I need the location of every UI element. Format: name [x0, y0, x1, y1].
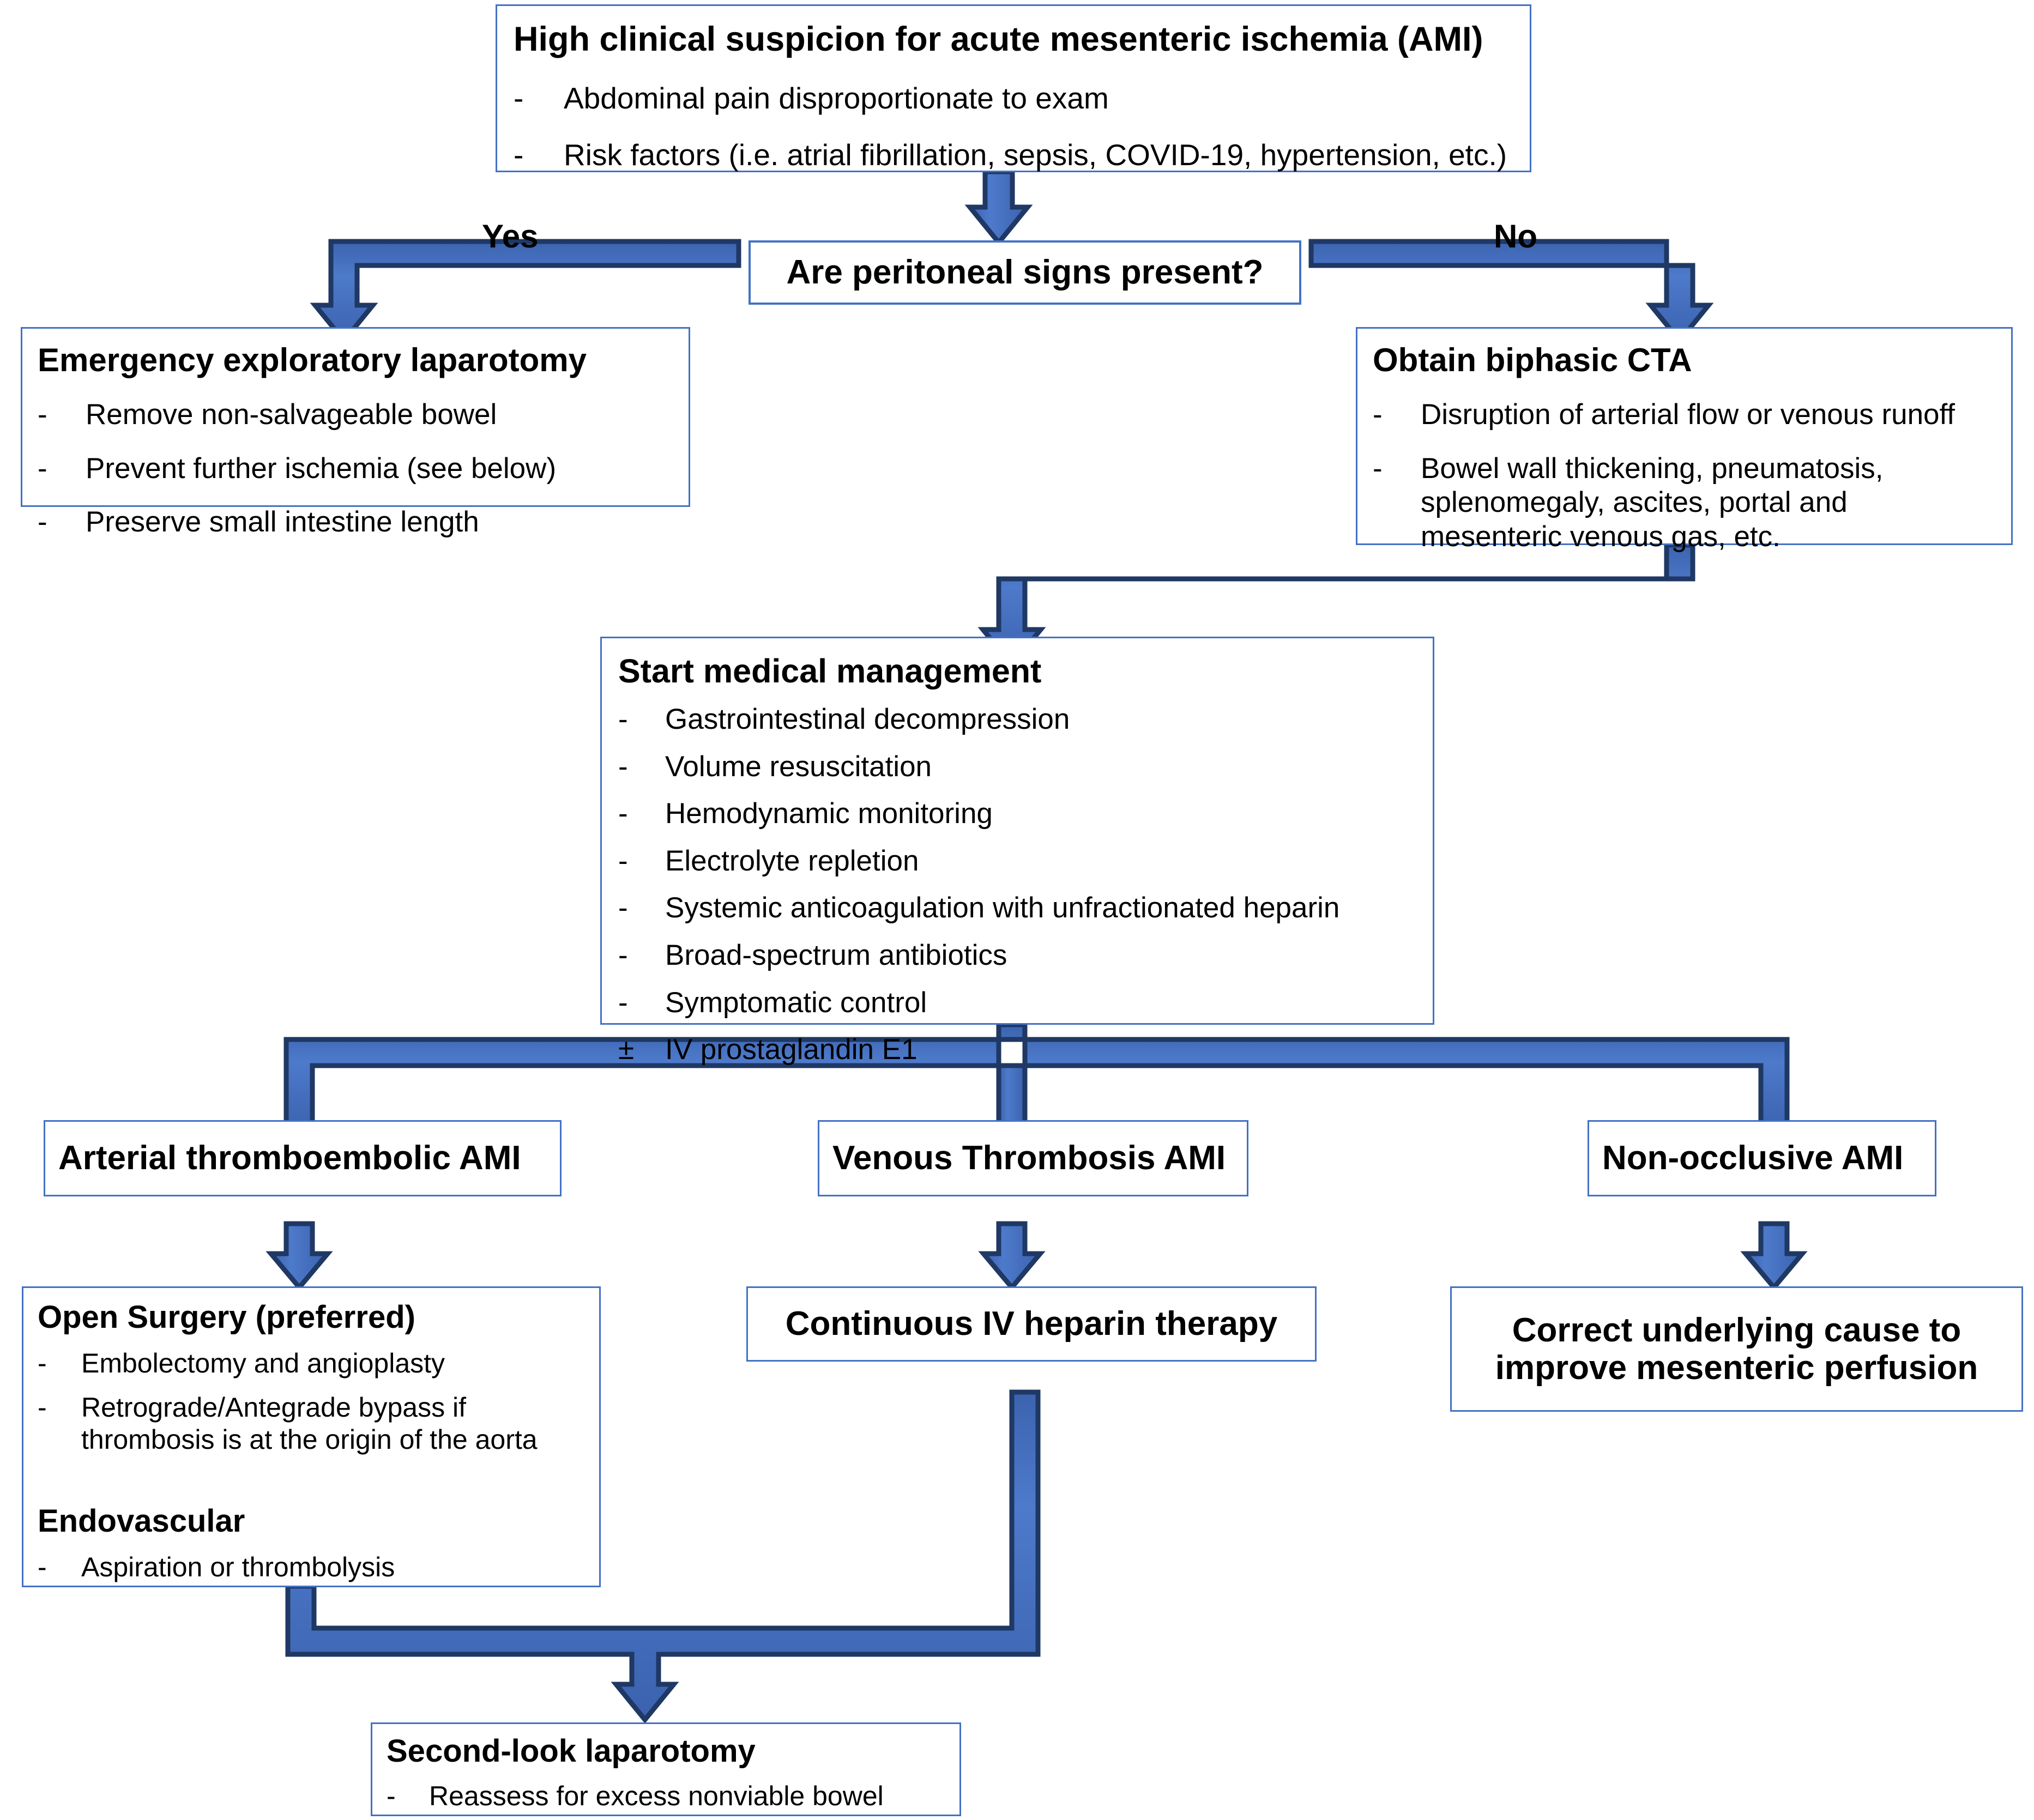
bullet-text: Gastrointestinal decompression: [665, 703, 1070, 736]
node-non-occlusive-ami[interactable]: Non-occlusive AMI: [1588, 1120, 1936, 1196]
list-item: - Electrolyte repletion: [618, 844, 1416, 879]
arrow-suspicion-to-decision: [964, 169, 1033, 247]
node-title: Obtain biphasic CTA: [1373, 342, 1692, 378]
bullet-text: Risk factors (i.e. atrial fibrillation, …: [564, 138, 1507, 172]
bullet-marker: -: [618, 844, 628, 877]
bullet-text: Aspiration or thrombolysis: [81, 1551, 395, 1582]
node-peritoneal-signs-decision[interactable]: Are peritoneal signs present?: [749, 240, 1301, 305]
bullet-marker: -: [38, 452, 47, 485]
bullet-text: Retrograde/Antegrade bypass if thrombosi…: [81, 1392, 538, 1455]
list-item: - Disruption of arterial flow or venous …: [1373, 398, 1996, 432]
node-title: Start medical management: [618, 652, 1042, 690]
bullet-marker: -: [1373, 398, 1383, 431]
bullet-text: Reassess for excess nonviable bowel: [429, 1780, 884, 1811]
list-item: - Volume resuscitation: [618, 750, 1416, 784]
arrow-decision-yes: [310, 239, 741, 345]
list-item: - Retrograde/Antegrade bypass if thrombo…: [38, 1392, 585, 1456]
bullet-marker: -: [618, 986, 628, 1019]
list-item: - Symptomatic control: [618, 986, 1416, 1020]
bullet-text: Electrolyte repletion: [665, 844, 919, 877]
bullet-text: Symptomatic control: [665, 986, 927, 1019]
bullet-marker: -: [618, 939, 628, 971]
bullet-list: - Disruption of arterial flow or venous …: [1373, 398, 1996, 554]
node-title: Correct underlying cause to improve mese…: [1495, 1311, 1978, 1387]
node-title: Continuous IV heparin therapy: [785, 1305, 1278, 1343]
node-obtain-biphasic-cta[interactable]: Obtain biphasic CTA - Disruption of arte…: [1356, 327, 2013, 553]
bullet-marker: -: [618, 797, 628, 830]
list-item: - Embolectomy and angioplasty: [38, 1347, 585, 1380]
bullet-marker: -: [38, 1347, 47, 1378]
arrow-arterial-to-open-surgery: [265, 1221, 333, 1292]
list-item: - Risk factors (i.e. atrial fibrillation…: [514, 137, 1513, 173]
node-title: Venous Thrombosis AMI: [832, 1139, 1226, 1177]
bullet-text: IV prostaglandin E1: [665, 1033, 918, 1066]
arrow-decision-no: [1308, 239, 1714, 345]
list-item: - Abdominal pain disproportionate to exa…: [514, 81, 1513, 116]
node-title: Second-look laparotomy: [387, 1733, 756, 1769]
node-start-medical-management[interactable]: Start medical management - Gastrointesti…: [600, 637, 1434, 1066]
node-open-surgery[interactable]: Open Surgery (preferred) - Embolectomy a…: [22, 1286, 601, 1587]
bullet-list: - Remove non-salvageable bowel - Prevent…: [38, 398, 673, 540]
bullet-text: Remove non-salvageable bowel: [86, 398, 497, 431]
list-item: - Reassess for excess nonviable bowel: [387, 1780, 945, 1812]
node-title: Non-occlusive AMI: [1602, 1139, 1904, 1177]
bullet-marker: -: [38, 506, 47, 539]
bullet-marker: -: [38, 1392, 47, 1423]
bullet-text: Bowel wall thickening, pneumatosis, sple…: [1421, 452, 1884, 553]
bullet-marker: -: [514, 81, 524, 115]
node-title: Open Surgery (preferred): [38, 1299, 415, 1335]
bullet-marker: -: [1373, 452, 1383, 485]
list-item: ± IV prostaglandin E1: [618, 1033, 1416, 1067]
arrow-nonocclusive-to-correct-cause: [1740, 1221, 1808, 1292]
node-arterial-thromboembolic-ami[interactable]: Arterial thromboembolic AMI: [44, 1120, 562, 1196]
node-subtitle-endovascular: Endovascular: [38, 1503, 245, 1539]
node-title: Are peritoneal signs present?: [786, 253, 1264, 292]
bullet-marker: -: [387, 1780, 396, 1811]
list-item: - Bowel wall thickening, pneumatosis, sp…: [1373, 452, 1996, 554]
node-second-look-laparotomy[interactable]: Second-look laparotomy - Reassess for ex…: [371, 1722, 961, 1816]
list-item: - Broad-spectrum antibiotics: [618, 939, 1416, 973]
bullet-list: - Abdominal pain disproportionate to exa…: [514, 81, 1513, 173]
bullet-text: Preserve small intestine length: [86, 506, 479, 539]
node-continuous-iv-heparin[interactable]: Continuous IV heparin therapy: [746, 1286, 1317, 1362]
bullet-marker: -: [618, 703, 628, 736]
bullet-text: Systemic anticoagulation with unfraction…: [665, 892, 1340, 924]
node-correct-underlying-cause[interactable]: Correct underlying cause to improve mese…: [1450, 1286, 2023, 1412]
node-title: Emergency exploratory laparotomy: [38, 342, 587, 378]
arrow-venous-to-heparin: [978, 1221, 1046, 1292]
list-item: - Remove non-salvageable bowel: [38, 398, 673, 432]
bullet-list: - Reassess for excess nonviable bowel: [387, 1780, 945, 1812]
bullet-text: Abdominal pain disproportionate to exam: [564, 81, 1109, 115]
bullet-text: Embolectomy and angioplasty: [81, 1347, 445, 1378]
bullet-text: Broad-spectrum antibiotics: [665, 939, 1007, 971]
node-venous-thrombosis-ami[interactable]: Venous Thrombosis AMI: [818, 1120, 1248, 1196]
list-item: - Gastrointestinal decompression: [618, 703, 1416, 737]
bullet-marker: -: [618, 750, 628, 783]
bullet-marker: ±: [618, 1033, 635, 1066]
bullet-marker: -: [514, 138, 524, 172]
bullet-text: Volume resuscitation: [665, 750, 932, 783]
bullet-list-endovascular: - Aspiration or thrombolysis: [38, 1551, 585, 1583]
list-item: - Hemodynamic monitoring: [618, 797, 1416, 831]
edge-label-yes: Yes: [482, 218, 539, 255]
bullet-list: - Gastrointestinal decompression - Volum…: [618, 703, 1416, 1067]
bullet-marker: -: [38, 398, 47, 431]
bullet-list: - Embolectomy and angioplasty - Retrogra…: [38, 1347, 585, 1456]
bullet-text: Hemodynamic monitoring: [665, 797, 993, 830]
bullet-text: Disruption of arterial flow or venous ru…: [1421, 398, 1955, 431]
bullet-marker: -: [618, 892, 628, 924]
list-item: - Preserve small intestine length: [38, 505, 673, 540]
edge-label-no: No: [1494, 218, 1537, 255]
node-emergency-exploratory-laparotomy[interactable]: Emergency exploratory laparotomy - Remov…: [21, 327, 690, 538]
list-item: - Aspiration or thrombolysis: [38, 1551, 585, 1583]
list-item: - Prevent further ischemia (see below): [38, 452, 673, 486]
node-title: High clinical suspicion for acute mesent…: [514, 20, 1483, 58]
bullet-text: Prevent further ischemia (see below): [86, 452, 557, 485]
node-title: Arterial thromboembolic AMI: [58, 1139, 521, 1177]
node-high-clinical-suspicion[interactable]: High clinical suspicion for acute mesent…: [496, 4, 1531, 172]
bullet-marker: -: [38, 1551, 47, 1582]
list-item: - Systemic anticoagulation with unfracti…: [618, 891, 1416, 926]
